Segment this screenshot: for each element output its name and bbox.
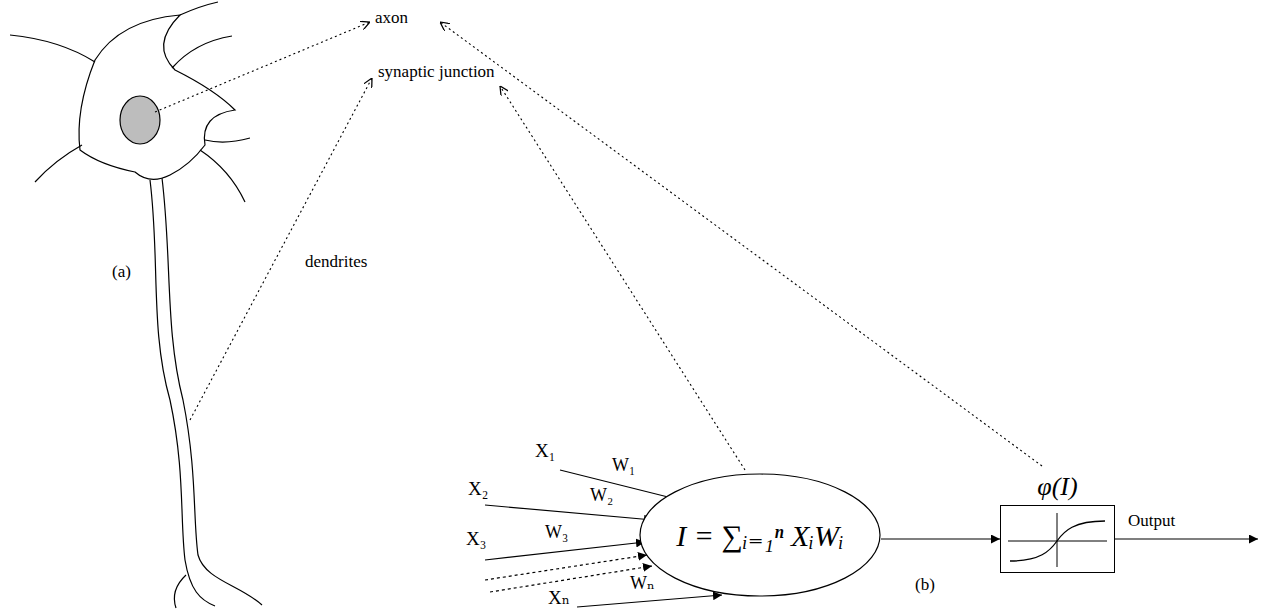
leader-lines [155, 22, 1042, 470]
leader-line [155, 22, 370, 112]
dendrite [180, 2, 218, 15]
input-lines [485, 470, 1258, 607]
nucleus [120, 96, 160, 144]
input-label: X₃ [466, 528, 486, 551]
formula-text: I = ∑ᵢ₌₁ⁿ XᵢWᵢ [676, 518, 843, 553]
activation-box: φ(I) [1000, 505, 1115, 573]
input-arrow-dotted [490, 566, 652, 592]
neuron-drawing [10, 2, 262, 608]
dendrite [205, 138, 250, 142]
function-label: φ(I) [1037, 472, 1077, 502]
ellipse-shape [640, 474, 880, 596]
input-arrow [577, 595, 722, 607]
input-arrow [485, 542, 645, 560]
leader-line [190, 78, 372, 420]
weight-label: W₁ [612, 455, 635, 477]
leader-line [500, 86, 745, 470]
input-arrow-dotted [485, 555, 647, 580]
dendrite [172, 36, 232, 68]
weight-label: Wₙ [630, 573, 655, 595]
weight-label: W₃ [545, 522, 568, 544]
axon-line [162, 178, 262, 605]
dendrite [35, 145, 82, 182]
weight-label: W₂ [590, 485, 613, 507]
part-label: synaptic junction [378, 62, 495, 82]
cell-body [79, 15, 235, 179]
input-arrow [485, 505, 653, 520]
leader-line [440, 22, 1042, 466]
input-label: Xₙ [548, 587, 570, 610]
connector-arrow [881, 538, 1000, 539]
dendrite [200, 150, 245, 202]
figure-label: (b) [915, 575, 935, 595]
axon-line [150, 180, 215, 606]
part-label: dendrites [305, 252, 367, 272]
axon-branch [174, 575, 186, 608]
summation-ellipse: I = ∑ᵢ₌₁ⁿ XᵢWᵢ [639, 473, 881, 597]
sigmoid-symbol [1000, 505, 1115, 573]
input-label: X₁ [535, 440, 555, 463]
output-label: Output [1128, 511, 1175, 531]
input-label: X₂ [468, 478, 488, 501]
part-label: axon [375, 8, 408, 28]
dendrite [10, 35, 95, 62]
output-arrow [1115, 538, 1258, 539]
figure-label: (a) [112, 262, 131, 282]
